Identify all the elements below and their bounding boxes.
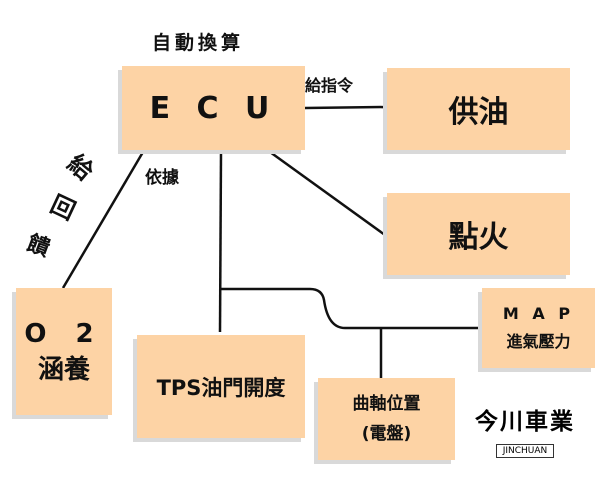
o2-label: O 2: [24, 318, 104, 349]
fuel-label: 供油: [448, 95, 509, 130]
ecu-box: E C U: [122, 66, 305, 150]
crank-label: 曲軸位置: [352, 394, 421, 414]
fuel-box: 供油: [387, 68, 570, 150]
ecu-ignition-line: [269, 150, 386, 237]
tps-label: TPS油門開度: [156, 375, 286, 400]
auto-calc-label: 自動換算: [152, 32, 245, 54]
crank-sub-label: (電盤): [361, 424, 412, 444]
map-box: M A P 進氣壓力: [482, 288, 595, 368]
map-sub-label: 進氣壓力: [506, 332, 571, 351]
ecu-fuel-line: [304, 105, 388, 110]
logo: 今川車業 JINCHUAN: [466, 402, 584, 458]
o2-box: O 2 涵養: [16, 288, 112, 415]
basis-label: 依據: [145, 168, 179, 188]
ecu-o2-line: [61, 151, 145, 289]
tps-box: TPS油門開度: [137, 335, 305, 438]
logo-sub: JINCHUAN: [495, 444, 555, 458]
o2-sub-label: 涵養: [37, 354, 90, 385]
map-label: M A P: [502, 304, 575, 323]
ecu-tps-line: [218, 151, 223, 333]
command-label: 給指令: [305, 76, 354, 95]
ecu-label: E C U: [149, 90, 278, 126]
ignition-box: 點火: [387, 193, 570, 275]
sensor-bus-line: [220, 287, 478, 330]
crank-box: 曲軸位置 (電盤): [318, 378, 455, 460]
ignition-label: 點火: [448, 220, 509, 255]
logo-name: 今川車業: [475, 408, 575, 435]
